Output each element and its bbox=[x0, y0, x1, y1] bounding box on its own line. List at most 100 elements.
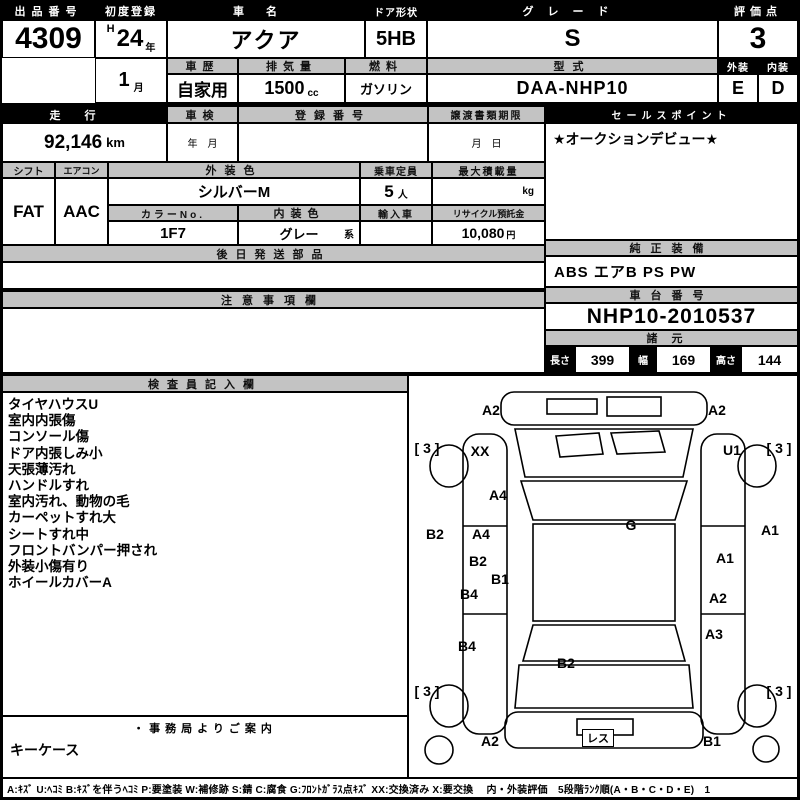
later-parts-area bbox=[2, 262, 545, 289]
model-code-value: DAA-NHP10 bbox=[427, 74, 718, 103]
first-registration-label: 初度登録 bbox=[95, 2, 167, 20]
recycle-deposit-label: リサイクル預託金 bbox=[432, 205, 545, 221]
fuel-value: ガソリン bbox=[345, 74, 427, 103]
month-unit: 月 bbox=[133, 83, 144, 94]
inspector-note: 室内汚れ、動物の毛 bbox=[8, 494, 130, 510]
shift-label: シフト bbox=[2, 162, 55, 178]
first-registration-month: 1 月 bbox=[95, 58, 167, 103]
inspector-note: シートすれ中 bbox=[8, 526, 89, 542]
grade-label: グレード bbox=[427, 2, 718, 20]
history-label: 車歴 bbox=[167, 58, 238, 74]
capacity-value: 5 人 bbox=[360, 178, 432, 205]
door-shape-label: ドア形状 bbox=[365, 2, 427, 20]
inspector-note: ドア内張しみ小 bbox=[8, 445, 103, 461]
auction-no-label: 出品番号 bbox=[2, 2, 95, 20]
import-value bbox=[360, 221, 432, 245]
caution-notes-label: 注意事項欄 bbox=[2, 291, 545, 308]
car-name-label: 車名 bbox=[167, 2, 365, 20]
damage-code-label: B4 bbox=[460, 586, 478, 602]
chassis-no-label: 車台番号 bbox=[545, 287, 798, 303]
inspector-note: フロントバンパー押され bbox=[8, 542, 158, 558]
displacement-value: 1500 cc bbox=[238, 74, 345, 103]
damage-code-label: B1 bbox=[491, 571, 509, 587]
inspector-note: 外装小傷有り bbox=[8, 559, 89, 575]
inspection-label: 車検 bbox=[167, 106, 238, 123]
car-name-value: アクア bbox=[167, 20, 365, 58]
length-label: 長さ bbox=[545, 346, 575, 373]
divider-line bbox=[2, 103, 798, 106]
recycle-deposit-value: 10,080 円 bbox=[432, 221, 545, 245]
color-no-value: 1F7 bbox=[108, 221, 238, 245]
damage-code-label: [ 3 ] bbox=[766, 683, 792, 699]
divider-line bbox=[2, 289, 545, 291]
registration-no-value bbox=[238, 123, 428, 162]
displacement-label: 排気量 bbox=[238, 58, 345, 74]
damage-code-label: XX bbox=[470, 443, 490, 459]
damage-code-label: G bbox=[625, 517, 637, 533]
inspection-value: 年 月 bbox=[167, 123, 238, 162]
first-registration-year: H 24 年 bbox=[95, 20, 167, 58]
aircon-label: エアコン bbox=[55, 162, 108, 178]
exterior-grade-label: 外装 bbox=[718, 58, 758, 74]
plate-less-label: レス bbox=[582, 729, 614, 747]
year-value: 24 bbox=[116, 25, 144, 52]
width-value: 169 bbox=[656, 346, 711, 373]
interior-grade-value: D bbox=[758, 74, 798, 103]
inspector-note: 天張薄汚れ bbox=[8, 461, 76, 477]
import-label: 輸入車 bbox=[360, 205, 432, 221]
grade-value: S bbox=[427, 20, 718, 58]
score-value: 3 bbox=[718, 20, 798, 58]
height-value: 144 bbox=[741, 346, 798, 373]
caution-notes-area bbox=[2, 308, 545, 373]
damage-code-label: B2 bbox=[469, 553, 487, 569]
mileage-label: 走行 bbox=[2, 106, 167, 123]
damage-code-label: B2 bbox=[557, 655, 575, 671]
inspector-note: ホイールカバーA bbox=[8, 575, 112, 591]
damage-code-label: A2 bbox=[709, 590, 727, 606]
displacement-number: 1500 bbox=[264, 78, 305, 98]
interior-color-value: グレー 系 bbox=[238, 221, 360, 245]
exterior-color-value: シルバーM bbox=[108, 178, 360, 205]
inspector-note: 室内内張傷 bbox=[8, 413, 76, 429]
inspector-note: ハンドルすれ bbox=[8, 478, 89, 494]
interior-color-unit: 系 bbox=[344, 230, 354, 241]
divider-line bbox=[2, 373, 798, 375]
damage-code-label: B1 bbox=[703, 733, 721, 749]
recycle-deposit-number: 10,080 bbox=[461, 225, 505, 241]
model-code-label: 型式 bbox=[427, 58, 718, 74]
damage-code-label: A4 bbox=[489, 487, 507, 503]
damage-code-label: B2 bbox=[426, 526, 444, 542]
damage-code-label: A3 bbox=[705, 626, 723, 642]
specs-label: 諸元 bbox=[545, 330, 798, 346]
damage-code-label: A2 bbox=[481, 733, 499, 749]
mileage-unit: km bbox=[106, 135, 125, 150]
displacement-unit: cc bbox=[307, 88, 319, 99]
damage-code-label: [ 3 ] bbox=[414, 440, 440, 456]
transfer-deadline-label: 譲渡書類期限 bbox=[428, 106, 545, 123]
office-info-note: キーケース bbox=[10, 742, 80, 758]
damage-code-label: A1 bbox=[716, 550, 734, 566]
length-value: 399 bbox=[575, 346, 630, 373]
damage-code-label: A4 bbox=[472, 526, 490, 542]
fuel-label: 燃料 bbox=[345, 58, 427, 74]
width-label: 幅 bbox=[630, 346, 656, 373]
office-info-label: ・事務局よりご案内 bbox=[133, 723, 277, 735]
exterior-grade-value: E bbox=[718, 74, 758, 103]
score-label: 評価点 bbox=[718, 2, 798, 20]
damage-code-label: [ 3 ] bbox=[414, 683, 440, 699]
equipment-value: ABS エアB PS PW bbox=[545, 256, 798, 287]
damage-code-label: A2 bbox=[482, 402, 500, 418]
interior-color-name: グレー bbox=[279, 226, 319, 242]
damage-code-label: B4 bbox=[458, 638, 476, 654]
sales-point-label: セールスポイント bbox=[545, 106, 798, 123]
year-unit: 年 bbox=[145, 43, 156, 54]
capacity-unit: 人 bbox=[397, 190, 408, 201]
color-no-label: カラーNo. bbox=[108, 205, 238, 221]
recycle-deposit-unit: 円 bbox=[506, 230, 516, 240]
damage-code-label: A2 bbox=[708, 402, 726, 418]
history-value: 自家用 bbox=[167, 74, 238, 103]
equipment-label: 純正装備 bbox=[545, 240, 798, 256]
